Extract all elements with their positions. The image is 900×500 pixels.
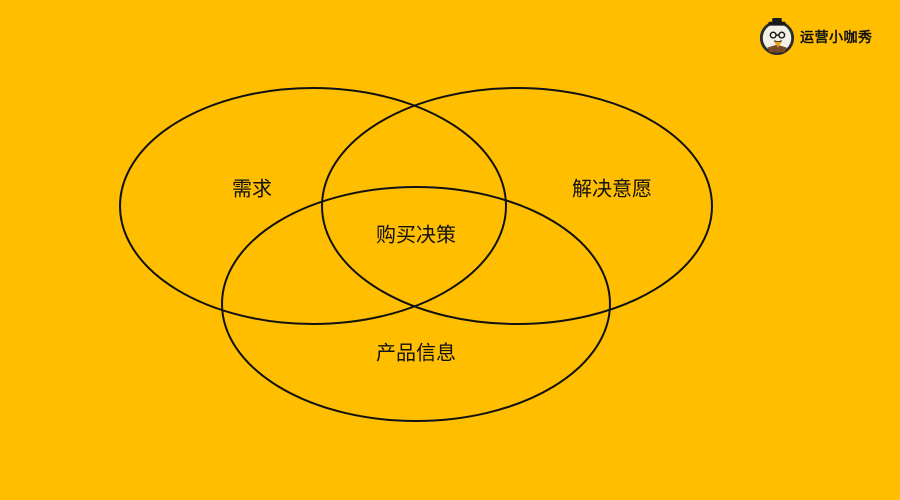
circle-product-info (221, 186, 611, 422)
set-label-solution-willingness: 解决意愿 (572, 176, 652, 201)
mascot-avatar-icon (759, 18, 795, 56)
set-label-product-info: 产品信息 (376, 340, 456, 365)
circle-demand (119, 87, 507, 325)
circle-solution-willingness (321, 87, 713, 325)
set-label-demand: 需求 (232, 176, 272, 201)
brand-logo: 运营小咖秀 (758, 18, 873, 56)
brand-name: 运营小咖秀 (800, 30, 873, 46)
intersection-label: 购买决策 (376, 222, 456, 247)
